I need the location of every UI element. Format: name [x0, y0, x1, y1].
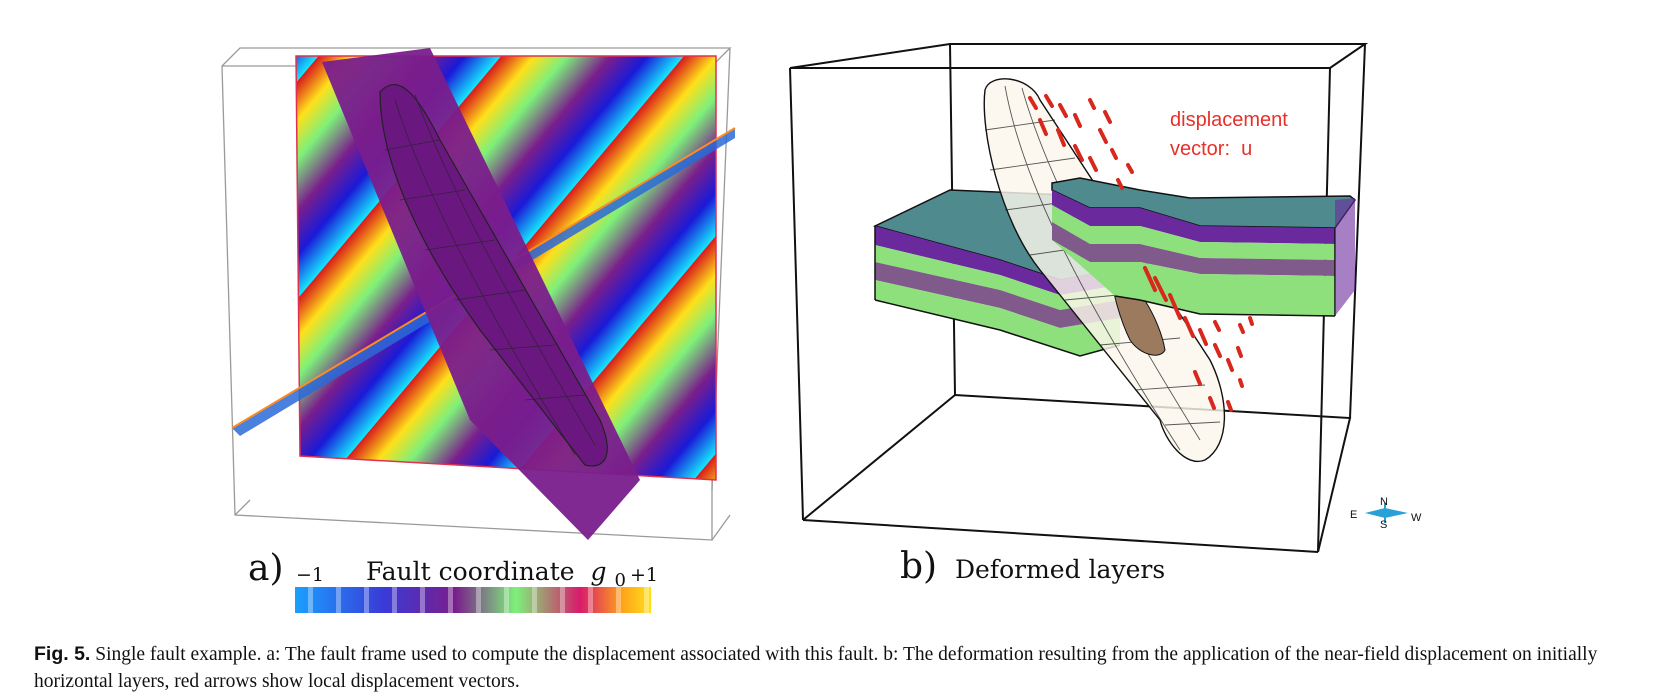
- layer-band-1: [875, 226, 1120, 295]
- colorbar-min-label: −1: [296, 564, 324, 586]
- caption-text: Single fault example. a: The fault frame…: [34, 644, 1598, 692]
- panel-b-letter: b): [900, 546, 937, 587]
- compass-south: S: [1380, 519, 1387, 531]
- panel-a: a) −1 Fault coordinate g 0 +1: [221, 47, 736, 613]
- panel-b-title: Deformed layers: [955, 555, 1165, 584]
- colorbar-title-symbol: g: [591, 557, 607, 586]
- layer-block-right: [1051, 177, 1357, 317]
- colorbar-max-label: +1: [630, 564, 658, 586]
- colorbar-title-subscript: 0: [614, 570, 625, 591]
- layer-band-2: [875, 245, 1120, 310]
- colorbar-ticks: [295, 587, 651, 613]
- panel-b: displacement vector: u E N S W b) Deform…: [789, 43, 1422, 587]
- layer-band-r2: [1052, 205, 1335, 260]
- layer-band-3: [875, 262, 1120, 328]
- layer-band-r3: [1052, 222, 1335, 276]
- colorbar-title: Fault coordinate g 0: [366, 557, 626, 591]
- layer-side-right: [1335, 198, 1355, 316]
- compass-north: N: [1380, 496, 1388, 508]
- displacement-arrows: [1028, 94, 1254, 412]
- displacement-annotation-line2: vector: u: [1170, 138, 1252, 160]
- displacement-annotation-line1: displacement: [1170, 109, 1288, 131]
- layer-band-r1: [1052, 190, 1335, 244]
- fault-ellipsoid-outline: [379, 84, 608, 467]
- colorbar-title-text: Fault coordinate: [366, 557, 575, 586]
- fault-ellipsoid-grid: [384, 94, 596, 456]
- caption-label: Fig. 5.: [34, 643, 91, 665]
- compass-east: E: [1350, 509, 1357, 521]
- layer-base-left: [874, 299, 1121, 357]
- figure-caption: Fig. 5. Single fault example. a: The fau…: [34, 641, 1644, 695]
- layer-band-4: [875, 280, 1120, 356]
- panel-a-letter: a): [248, 548, 284, 589]
- compass-icon: E N S W: [1350, 496, 1422, 531]
- layer-base-right: [1114, 295, 1336, 317]
- compass-west: W: [1411, 512, 1422, 524]
